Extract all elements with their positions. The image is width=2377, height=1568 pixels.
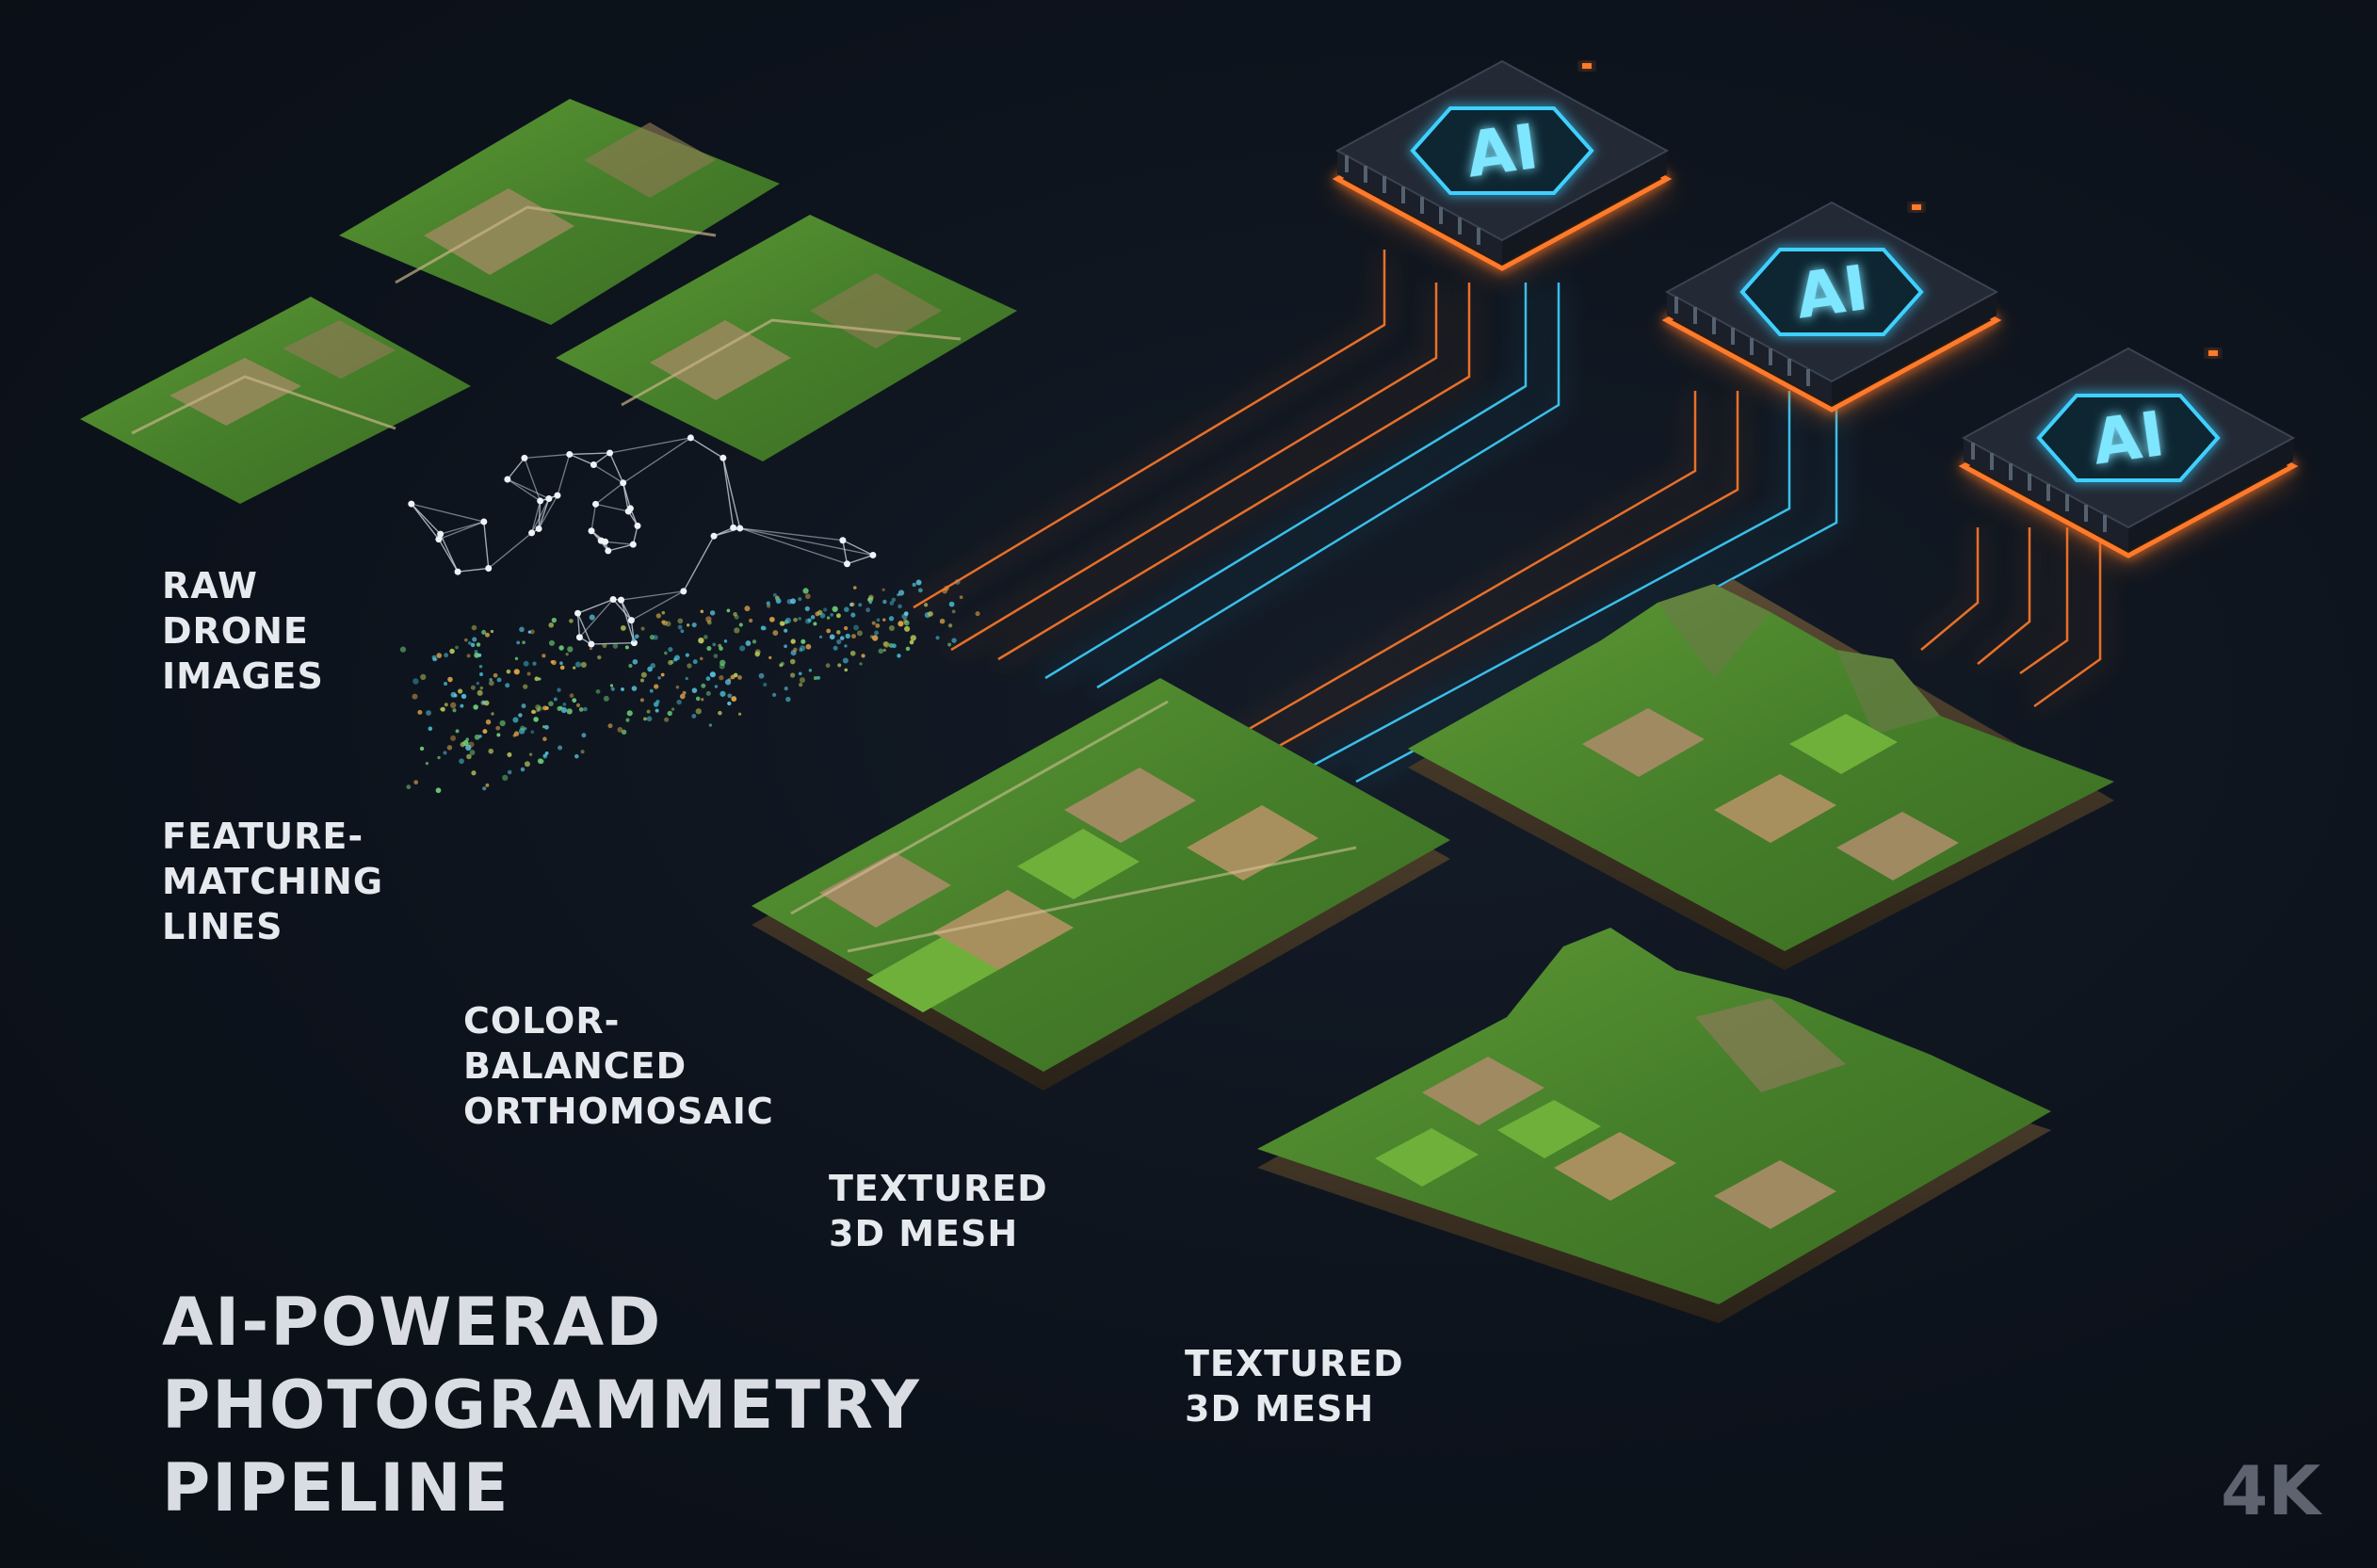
orthomosaic-label: COLOR- BALANCED ORTHOMOSAIC xyxy=(463,1000,774,1132)
resolution-badge: 4K xyxy=(2221,1451,2320,1530)
terrain-mesh-lower xyxy=(1257,928,2051,1323)
feature-point xyxy=(609,595,617,603)
ai-chip-group: AI AI AI xyxy=(1332,59,2299,565)
feature-point xyxy=(869,551,877,558)
feature-point xyxy=(618,596,625,604)
feature-point xyxy=(588,640,595,648)
feature-point xyxy=(528,529,536,537)
raw-drone-image-3 xyxy=(556,215,1017,461)
raw-drone-image-2 xyxy=(339,99,780,325)
feature-point xyxy=(839,537,847,544)
terrain-mesh-upper xyxy=(1408,579,2114,970)
feature-matching-network xyxy=(408,434,877,648)
feature-point xyxy=(680,588,687,595)
feature-point xyxy=(720,454,727,461)
ai-chip-label: AI xyxy=(2088,397,2169,479)
feature-point xyxy=(454,568,461,575)
raw-drone-images-label: RAW DRONE IMAGES xyxy=(162,565,324,697)
feature-point xyxy=(545,495,553,503)
feature-particles xyxy=(399,579,980,794)
feature-point xyxy=(626,505,634,512)
feature-point xyxy=(730,524,737,531)
textured-mesh-label-1: TEXTURED 3D MESH xyxy=(829,1168,1048,1254)
feature-point xyxy=(597,537,605,544)
ai-chip-1: AI xyxy=(1332,59,1673,278)
feature-point xyxy=(687,434,694,442)
raw-drone-image-1 xyxy=(80,297,471,504)
textured-mesh-label-2: TEXTURED 3D MESH xyxy=(1185,1343,1404,1430)
ai-chip-label: AI xyxy=(1791,251,1872,333)
feature-point xyxy=(535,525,542,532)
ai-chip-3: AI xyxy=(1958,347,2299,565)
feature-point xyxy=(521,454,528,461)
feature-point xyxy=(485,564,493,572)
ai-chip-2: AI xyxy=(1661,201,2002,419)
diagram-title: AI-POWERAD PHOTOGRAMMETRY PIPELINE xyxy=(162,1284,921,1527)
feature-point xyxy=(629,541,637,548)
feature-point xyxy=(736,525,744,532)
feature-point xyxy=(606,449,614,457)
feature-point xyxy=(590,461,597,469)
feature-point xyxy=(537,497,544,505)
feature-point xyxy=(574,609,582,617)
feature-point xyxy=(575,634,583,641)
feature-point xyxy=(710,532,718,540)
orthomosaic-tile xyxy=(752,678,1450,1091)
feature-point xyxy=(634,522,641,529)
feature-point xyxy=(480,518,488,525)
feature-point xyxy=(620,479,627,487)
feature-point xyxy=(588,527,595,535)
feature-point xyxy=(504,476,511,483)
feature-point xyxy=(605,547,612,555)
feature-point xyxy=(554,492,561,499)
feature-matching-label: FEATURE- MATCHING LINES xyxy=(162,816,384,947)
feature-point xyxy=(592,500,600,508)
feature-point xyxy=(566,450,574,458)
ai-chip-label: AI xyxy=(1462,110,1543,192)
feature-point xyxy=(408,500,415,508)
feature-point xyxy=(627,617,635,624)
feature-point xyxy=(437,530,445,538)
feature-point xyxy=(435,536,443,543)
feature-point xyxy=(843,560,850,568)
